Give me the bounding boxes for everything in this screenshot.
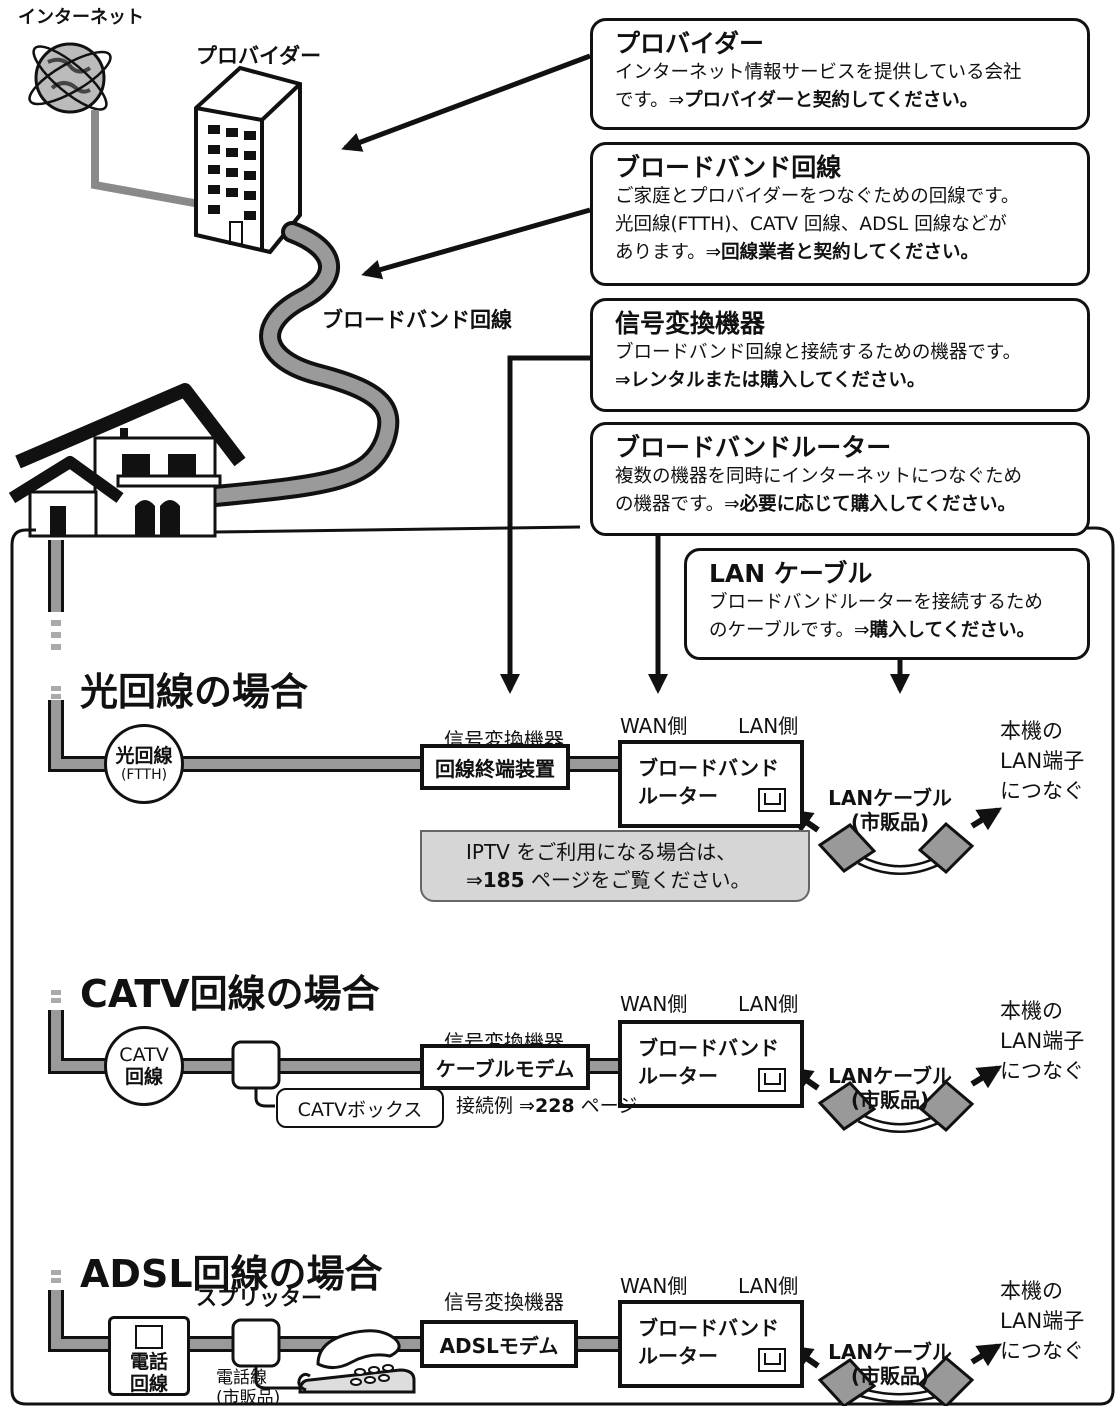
catv-box: CATVボックス — [276, 1088, 444, 1128]
section-markers — [51, 686, 61, 1283]
line-type-sublabel: 回線 — [129, 1373, 168, 1395]
provider-label: プロバイダー — [196, 44, 322, 68]
callout-text: ブロードバンド回線と接続するための機器です。 — [615, 342, 1022, 363]
callout-title: ブロードバンド回線 — [615, 153, 842, 182]
catv-example-note: 接続例 ⇒228 ページ — [456, 1095, 638, 1117]
fiber-line-badge: 光回線 (FTTH) — [104, 724, 184, 804]
lan-side-label: LAN側 — [738, 714, 799, 738]
line-type-label: 電話 — [129, 1351, 168, 1373]
phone-cord-label: 電話線(市販品) — [216, 1368, 281, 1408]
provider-callout: プロバイダー インターネット情報サービスを提供している会社 です。⇒プロバイダー… — [590, 18, 1090, 130]
broadband-router: ブロードバンドルーター — [618, 740, 804, 828]
router-label: ブロードバンド — [638, 756, 779, 780]
lan-cable-label: LANケーブル(市販品) — [828, 786, 952, 834]
line-type-label: 光回線 — [115, 745, 173, 767]
wan-side-label: WAN側 — [620, 992, 688, 1016]
catv-splitter-box — [231, 1040, 281, 1090]
callout-emphasis: ⇒レンタルまたは購入してください。 — [615, 370, 926, 391]
router-label: ルーター — [638, 784, 718, 808]
fiber-line — [48, 700, 625, 772]
callout-emphasis: 回線業者と契約してください。 — [721, 242, 980, 263]
router-callout: ブロードバンドルーター 複数の機器を同時にインターネットにつなぐため の機器です… — [590, 422, 1090, 536]
iptv-note: IPTV をご利用になる場合は、 ⇒185 ページをご覧ください。 — [420, 830, 810, 902]
lan-cable-icon-1 — [788, 807, 1003, 875]
phone-jack-icon — [135, 1325, 163, 1349]
broadband-router: ブロードバンドルーター — [618, 1020, 804, 1108]
converter-caption: 信号変換機器 — [444, 1290, 564, 1314]
lan-side-label: LAN側 — [738, 1274, 799, 1298]
callout-title: 信号変換機器 — [615, 309, 766, 338]
router-label: ルーター — [638, 1344, 718, 1368]
router-label: ブロードバンド — [638, 1316, 779, 1340]
callout-emphasis: 購入してください。 — [869, 620, 1035, 641]
section-title-catv: CATV回線の場合 — [80, 972, 380, 1016]
callout-emphasis: 必要に応じて購入してください。 — [739, 494, 1017, 515]
phone-line-jack: 電話 回線 — [108, 1316, 190, 1396]
cable-modem-device: ケーブルモデム — [420, 1044, 590, 1090]
section-title-adsl: ADSL回線の場合 — [80, 1252, 383, 1296]
lan-cable-label: LANケーブル(市販品) — [828, 1064, 952, 1112]
wan-side-label: WAN側 — [620, 1274, 688, 1298]
lan-cable-icon-2 — [788, 1065, 1003, 1133]
lan-cable-callout: LAN ケーブル ブロードバンドルーターを接続するため のケーブルです。⇒購入し… — [684, 548, 1090, 660]
router-label: ブロードバンド — [638, 1036, 779, 1060]
converter-callout: 信号変換機器 ブロードバンド回線と接続するための機器です。 ⇒レンタルまたは購入… — [590, 298, 1090, 412]
iptv-note-text: IPTV をご利用になる場合は、 — [466, 840, 737, 864]
adsl-modem-device: ADSLモデム — [420, 1320, 578, 1368]
wan-side-label: WAN側 — [620, 714, 688, 738]
catv-page-number: 228 — [534, 1095, 575, 1117]
splitter-label: スプリッター — [196, 1286, 322, 1310]
internet-link-line — [91, 110, 206, 209]
onu-device: 回線終端装置 — [420, 744, 570, 790]
callout-text: ブロードバンドルーターを接続するため — [709, 592, 1043, 613]
catv-line-badge: CATV 回線 — [104, 1026, 184, 1106]
house-icon — [8, 383, 246, 538]
callout-text: 複数の機器を同時にインターネットにつなぐため — [615, 466, 1023, 487]
callout-title: ブロードバンドルーター — [615, 433, 892, 462]
lan-cable-icon-3 — [788, 1343, 1003, 1406]
callout-text: インターネット情報サービスを提供している会社 — [615, 62, 1022, 83]
lan-cable-label: LANケーブル(市販品) — [828, 1340, 952, 1388]
lan-side-label: LAN側 — [738, 992, 799, 1016]
globe-icon — [28, 42, 112, 114]
iptv-page-number: 185 — [482, 868, 525, 892]
line-type-sublabel: 回線 — [124, 1066, 163, 1088]
adsl-splitter-box — [231, 1318, 281, 1368]
callout-text: あります。⇒ — [615, 242, 722, 263]
section-title-fiber: 光回線の場合 — [80, 670, 309, 714]
line-type-sublabel: (FTTH) — [120, 767, 168, 783]
line-type-label: CATV — [119, 1044, 169, 1066]
callout-title: LAN ケーブル — [709, 559, 873, 588]
callout-text: のケーブルです。⇒ — [709, 620, 870, 641]
lan-port-icon — [758, 1348, 786, 1372]
callout-title: プロバイダー — [615, 29, 765, 58]
broadband-router: ブロードバンドルーター — [618, 1300, 804, 1388]
internet-label: インターネット — [18, 7, 144, 28]
callout-text: 光回線(FTTH)、CATV 回線、ADSL 回線などが — [615, 214, 1007, 235]
adsl-line — [48, 1290, 625, 1390]
callout-text: です。⇒ — [615, 90, 685, 111]
callout-emphasis: プロバイダーと契約してください。 — [684, 90, 979, 111]
callout-text: ご家庭とプロバイダーをつなぐための回線です。 — [615, 186, 1020, 207]
broadband-line-label: ブロードバンド回線 — [322, 308, 513, 332]
lan-port-icon — [758, 788, 786, 812]
broadband-callout: ブロードバンド回線 ご家庭とプロバイダーをつなぐための回線です。 光回線(FTT… — [590, 142, 1090, 286]
telephone-icon — [297, 1329, 416, 1394]
lan-port-icon — [758, 1068, 786, 1092]
callout-text: の機器です。⇒ — [615, 494, 740, 515]
router-label: ルーター — [638, 1064, 718, 1088]
